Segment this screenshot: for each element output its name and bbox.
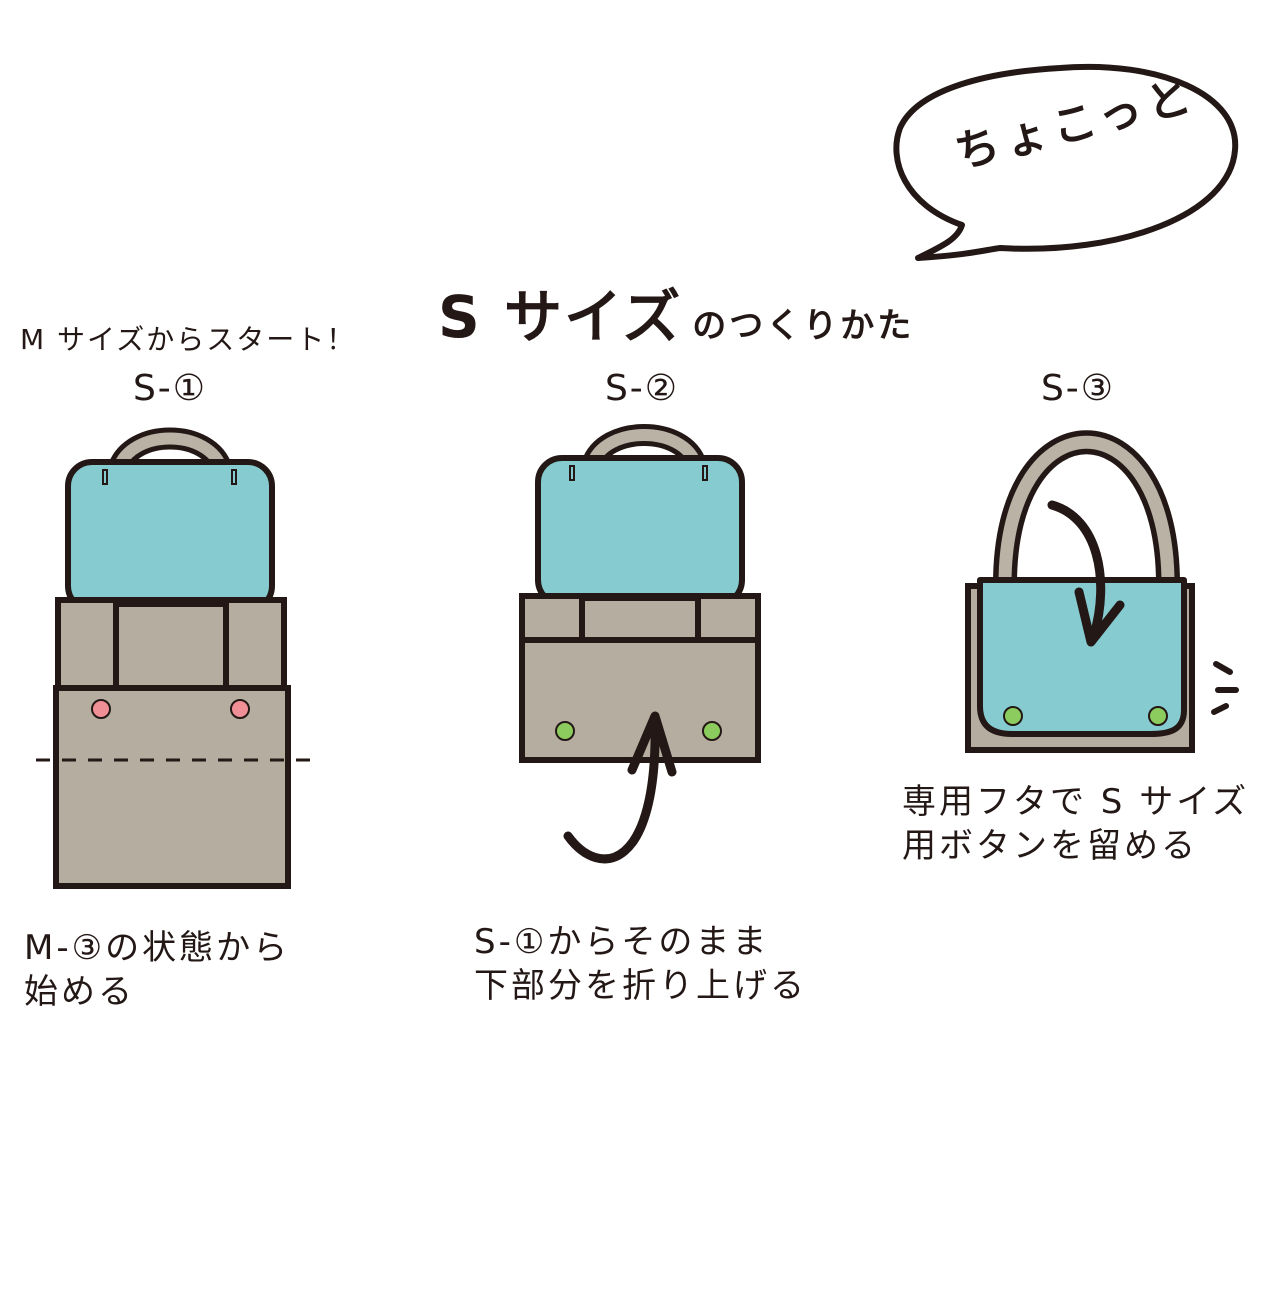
step-3-click-mark-3 <box>1214 706 1226 712</box>
step-1-bag-lower <box>56 688 288 886</box>
step-3-button-right <box>1149 707 1167 725</box>
step-2-illustration <box>522 435 758 859</box>
step-1-button-left <box>92 700 110 718</box>
intro-text: M サイズからスタート！ <box>20 318 356 358</box>
step-1-lid <box>68 462 272 610</box>
step-3-click-mark-1 <box>1216 664 1230 672</box>
step-1-button-right <box>231 700 249 718</box>
step-2-button-left <box>556 722 574 740</box>
title-main: S サイズ <box>438 283 682 351</box>
step-1-label: S-① <box>70 368 270 409</box>
step-3-illustration <box>968 442 1236 750</box>
page-title: S サイズのつくりかた <box>438 270 914 354</box>
step-2-label: S-② <box>542 368 742 409</box>
step-1-illustration <box>36 439 318 887</box>
step-3-label: S-③ <box>978 368 1178 409</box>
step-3-caption: 専用フタで S サイズ 用ボタンを留める <box>902 780 1249 868</box>
step-2-caption: S-①からそのまま 下部分を折り上げる <box>474 920 807 1008</box>
step-3-handle <box>1005 442 1168 584</box>
step-2-button-right <box>703 722 721 740</box>
step-1-caption: M-③の状態から 始める <box>24 926 290 1014</box>
step-2-lid <box>538 458 742 604</box>
title-sub: のつくりかた <box>692 306 914 346</box>
step-3-button-left <box>1004 707 1022 725</box>
